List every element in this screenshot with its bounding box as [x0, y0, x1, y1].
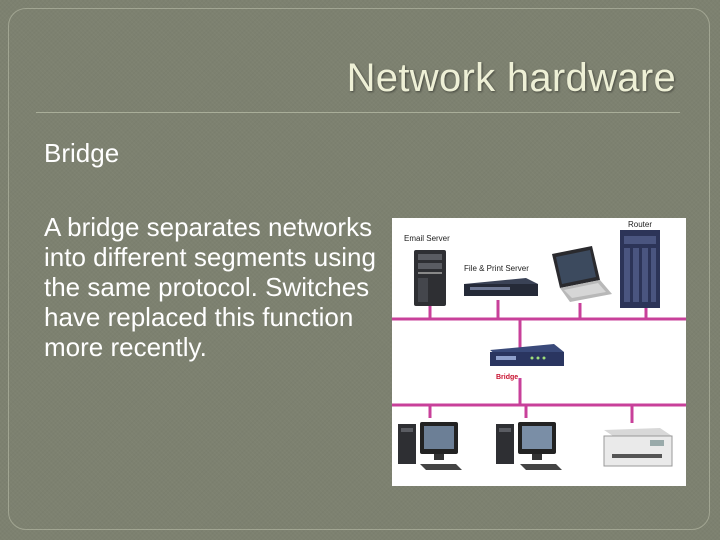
network-diagram-graphic — [392, 230, 686, 470]
title-divider — [36, 112, 680, 113]
network-diagram: Email Server File & Print Server Router … — [392, 218, 686, 486]
email-server-icon — [414, 250, 446, 306]
desktop-computer-icon — [398, 422, 462, 470]
slide-title: Network hardware — [346, 56, 676, 100]
router-icon — [620, 230, 660, 308]
desktop-computer-icon — [496, 422, 562, 470]
laptop-icon — [552, 246, 612, 302]
email-server-label: Email Server — [404, 234, 450, 243]
file-print-server-label: File & Print Server — [464, 264, 529, 273]
slide-frame — [8, 8, 710, 530]
slide-body-text: A bridge separates networks into differe… — [44, 212, 376, 362]
bridge-device-icon — [490, 344, 564, 366]
router-label: Router — [628, 220, 653, 229]
file-print-server-icon — [464, 278, 538, 296]
printer-icon — [603, 428, 673, 467]
slide-subtitle: Bridge — [44, 138, 120, 168]
bridge-label: Bridge — [496, 374, 519, 381]
